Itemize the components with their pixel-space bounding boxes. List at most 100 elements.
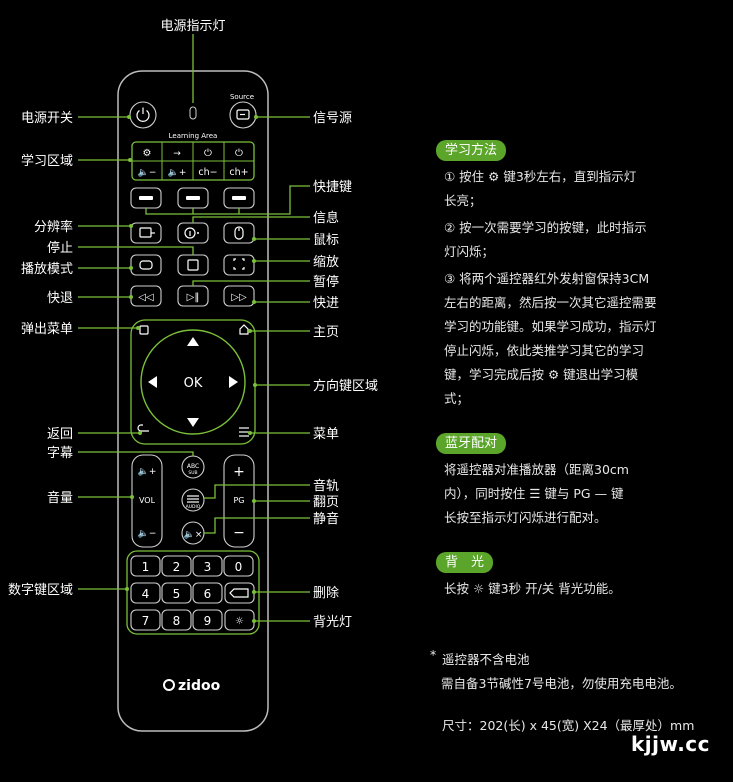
num-key-0[interactable]: 0 — [223, 555, 254, 577]
playmode-button[interactable] — [130, 254, 162, 276]
learn-input-button[interactable]: → — [173, 149, 181, 159]
input-arrow-icon: → — [173, 149, 181, 159]
resolution-button[interactable] — [130, 222, 162, 244]
label-volume: 音量 — [47, 490, 73, 506]
brand-text: zidoo — [178, 678, 221, 694]
num-key-3[interactable]: 3 — [192, 555, 223, 577]
power-button[interactable] — [129, 101, 157, 129]
num-key-9[interactable]: 9 — [192, 609, 223, 631]
nav-area-frame — [130, 319, 256, 445]
bluetooth-tag: 蓝牙配对 — [436, 433, 507, 454]
volume-up-icon: 🔈+ — [168, 168, 187, 178]
mouse-icon — [234, 226, 244, 240]
power-led — [189, 106, 197, 120]
label-menu: 菜单 — [313, 427, 339, 442]
learn-gear-button[interactable]: ⚙ — [143, 148, 152, 159]
num-key-label: 2 — [173, 560, 181, 574]
source-icon — [236, 109, 250, 120]
learn-vol-up-button[interactable]: 🔈+ — [168, 168, 187, 178]
label-audio: 音轨 — [313, 478, 339, 494]
learn-tag: 学习方法 — [436, 140, 507, 161]
backlight-button[interactable]: ☼ — [224, 609, 255, 631]
label-backlight: 背光灯 — [313, 615, 352, 630]
dpad-right[interactable] — [229, 376, 238, 388]
info-button[interactable] — [177, 222, 209, 244]
volume-up-icon: 🔈+ — [138, 467, 157, 477]
num-key-label: 8 — [173, 614, 181, 628]
back-button[interactable] — [137, 424, 149, 432]
quick-key-2[interactable] — [177, 187, 209, 209]
menu-icon — [239, 427, 249, 437]
brand-logo: zidoo — [163, 678, 221, 694]
label-quick: 快捷键 — [313, 180, 352, 195]
num-key-label: 6 — [204, 587, 212, 601]
learn-ch-plus-button[interactable]: ch+ — [229, 167, 248, 178]
learn-step-2: ② 按一次需要学习的按键，此时指示 灯闪烁； — [444, 220, 647, 259]
dpad-down[interactable] — [187, 418, 199, 427]
popup-menu-button[interactable] — [139, 325, 149, 335]
label-popup: 弹出菜单 — [21, 322, 73, 337]
gear-icon: ⚙ — [143, 148, 152, 159]
learn-power-button-1[interactable]: ⏻ — [204, 148, 212, 159]
audio-icon — [187, 495, 199, 503]
ok-button[interactable]: OK — [184, 376, 203, 391]
label-source: 信号源 — [313, 111, 352, 126]
num-key-4[interactable]: 4 — [130, 582, 161, 604]
label-playmode: 播放模式 — [21, 262, 73, 277]
info-panel: 学习方法 ① 按住 ⚙ 键3秒左右，直到指示灯 长亮； ② 按一次需要学习的按键… — [430, 138, 730, 601]
note-star: * — [430, 647, 437, 662]
volume-down-icon: 🔈− — [138, 529, 157, 539]
home-icon — [239, 324, 249, 335]
dpad-left[interactable] — [148, 376, 157, 388]
label-home: 主页 — [313, 325, 339, 340]
stop-button[interactable] — [177, 254, 209, 276]
home-button[interactable] — [239, 324, 249, 335]
play-pause-icon: ▷‖ — [187, 292, 200, 303]
learn-power-button-2[interactable]: ⏻ — [235, 148, 243, 159]
power-icon: ⏻ — [235, 148, 243, 159]
num-key-8[interactable]: 8 — [161, 609, 192, 631]
source-text: Source — [230, 93, 254, 101]
dpad[interactable] — [140, 329, 246, 435]
num-key-6[interactable]: 6 — [192, 582, 223, 604]
learn-ch-minus-button[interactable]: ch− — [198, 167, 217, 178]
rewind-button[interactable]: ◁◁ — [130, 285, 162, 307]
menu-button[interactable] — [239, 427, 249, 437]
num-key-1[interactable]: 1 — [130, 555, 161, 577]
quick-key-3[interactable] — [223, 187, 255, 209]
label-dpad: 方向键区域 — [313, 378, 378, 394]
audio-small-label: AUDIO — [186, 504, 201, 510]
volume-down-icon: 🔈− — [138, 168, 157, 178]
label-mouse: 鼠标 — [313, 233, 339, 248]
stop-icon — [187, 259, 199, 271]
backlight-tag: 背 光 — [436, 552, 494, 573]
vol-label: VOL — [139, 496, 156, 505]
quick-key-1[interactable] — [130, 187, 162, 209]
dpad-up[interactable] — [187, 337, 199, 346]
label-subtitle: 字幕 — [47, 446, 73, 461]
num-key-label: 0 — [235, 560, 243, 574]
delete-button[interactable] — [224, 582, 255, 604]
delete-icon — [229, 588, 249, 598]
learning-area-text: Learning Area — [169, 132, 218, 140]
mouse-button[interactable] — [223, 222, 255, 244]
zoom-button[interactable] — [223, 254, 255, 276]
label-delete: 删除 — [313, 586, 339, 601]
forward-button[interactable]: ▷▷ — [223, 285, 255, 307]
label-rewind: 快退 — [47, 291, 73, 306]
source-button[interactable] — [229, 101, 257, 129]
num-key-label: 4 — [142, 587, 150, 601]
volume-rocker[interactable] — [131, 454, 163, 548]
label-numpad: 数字键区域 — [8, 583, 73, 598]
play-pause-button[interactable]: ▷‖ — [177, 285, 209, 307]
forward-icon: ▷▷ — [231, 292, 247, 303]
learn-vol-down-button[interactable]: 🔈− — [138, 168, 157, 178]
num-key-2[interactable]: 2 — [161, 555, 192, 577]
num-key-label: 1 — [142, 560, 150, 574]
subtitle-abc: ABC — [187, 463, 199, 470]
audio-button[interactable] — [181, 488, 205, 512]
num-key-5[interactable]: 5 — [161, 582, 192, 604]
power-icon — [136, 107, 150, 122]
num-key-7[interactable]: 7 — [130, 609, 161, 631]
